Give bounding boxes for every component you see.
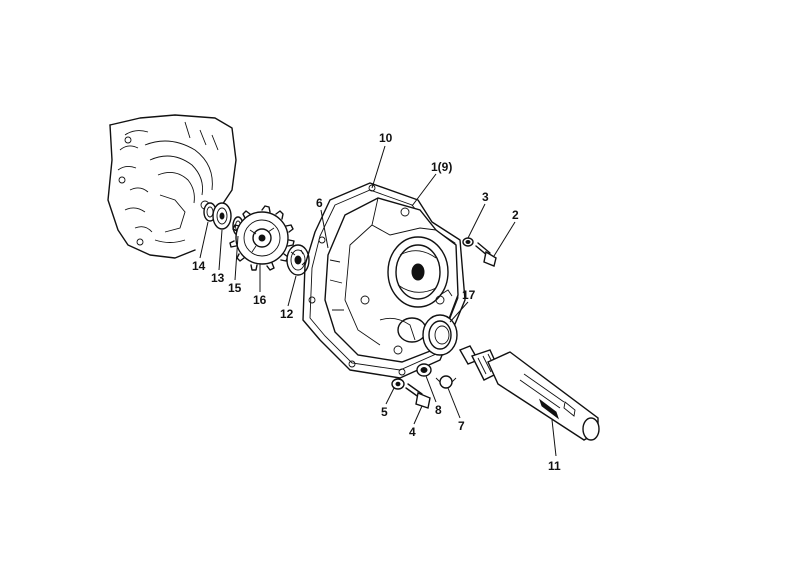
callout-13: 13 (211, 271, 225, 285)
callout-10: 10 (379, 131, 393, 145)
leader-14 (199, 221, 209, 259)
plug-part-7 (435, 375, 457, 389)
bearing-part-12 (286, 244, 310, 276)
callout-17: 17 (462, 288, 476, 302)
leader-7 (447, 387, 461, 419)
washer-part-5 (391, 378, 405, 390)
leader-10 (371, 145, 386, 189)
leader-4 (413, 405, 423, 425)
leader-1-9 (411, 173, 437, 207)
callout-8: 8 (435, 403, 442, 417)
seal-part-17 (422, 314, 458, 356)
leader-6 (320, 209, 329, 249)
engine-block-fragment (107, 114, 237, 259)
callout-15: 15 (228, 281, 242, 295)
leader-8 (425, 375, 437, 403)
callout-14: 14 (192, 259, 206, 273)
bolt-part-2 (475, 242, 497, 267)
callout-5: 5 (381, 405, 388, 419)
leader-15 (234, 235, 239, 281)
callout-3: 3 (482, 190, 489, 204)
leader-lines (199, 145, 557, 457)
callout-11: 11 (548, 459, 561, 473)
callout-2: 2 (512, 208, 519, 222)
leader-13 (218, 229, 223, 271)
leader-11 (551, 419, 557, 457)
transfer-housing-part-10 (324, 197, 459, 363)
callout-4: 4 (409, 425, 416, 439)
output-shaft-part-11 (458, 345, 600, 441)
callout-1-9: 1(9) (431, 160, 452, 174)
bolt-part-4 (405, 383, 431, 409)
leader-17 (449, 301, 469, 323)
washer-part-3 (462, 237, 474, 247)
callout-labels: 10 1(9) 6 3 2 17 14 13 15 16 12 5 4 8 7 … (192, 131, 561, 473)
seal-ring-part-14 (203, 202, 217, 222)
leader-5 (385, 387, 395, 405)
callout-7: 7 (458, 419, 465, 433)
leader-12 (287, 275, 297, 307)
callout-16: 16 (253, 293, 267, 307)
leader-2 (493, 221, 516, 257)
gear-part-16 (229, 205, 295, 271)
bearing-part-13 (212, 202, 232, 230)
callout-6: 6 (316, 196, 323, 210)
nut-part-8 (416, 363, 432, 377)
leader-3 (467, 203, 486, 239)
callout-12: 12 (280, 307, 294, 321)
